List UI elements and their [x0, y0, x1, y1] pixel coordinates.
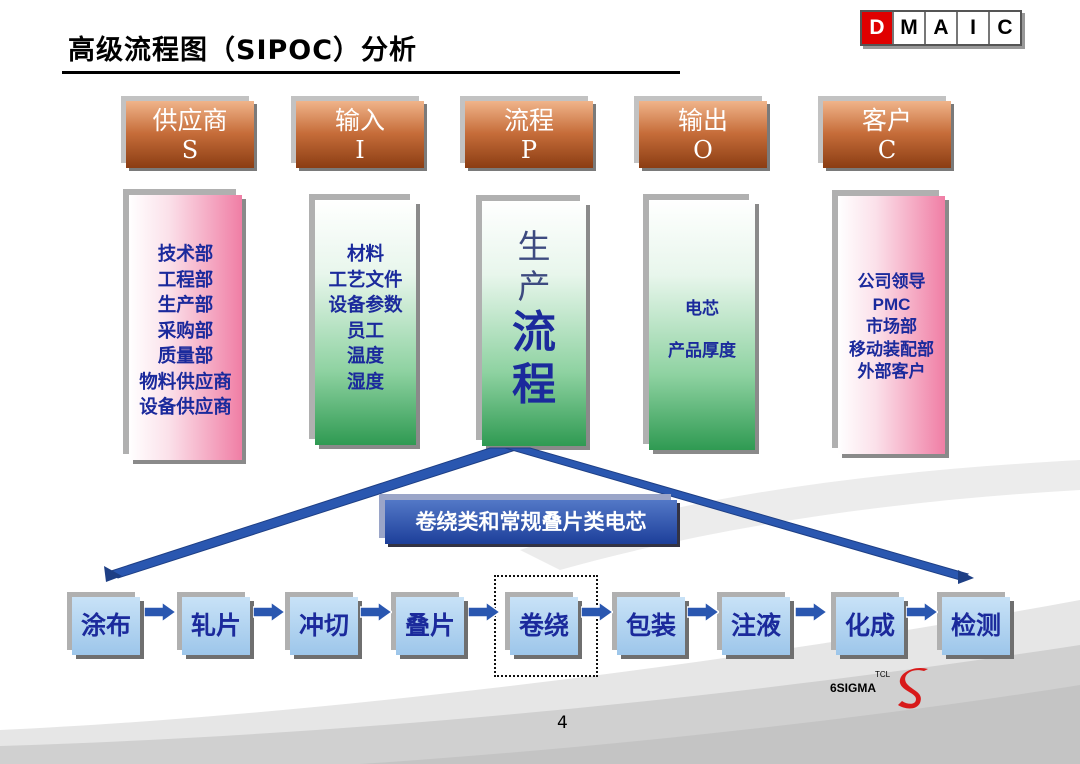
- supplier-item: 质量部: [157, 346, 214, 367]
- step-arrow-icon: [144, 602, 176, 622]
- input-item: 湿度: [346, 371, 384, 393]
- input-item: 工艺文件: [328, 269, 403, 291]
- dmaic-tab-strip: D M A I C: [860, 10, 1022, 46]
- output-item: 电芯: [685, 299, 719, 319]
- category-output-name: 输出: [677, 106, 728, 135]
- process-char-1: 生: [517, 227, 551, 266]
- logo-tcl-text: TCL: [875, 670, 891, 679]
- category-output-letter: O: [693, 136, 713, 164]
- step-packaging: 包装: [617, 597, 685, 655]
- supplier-item: 采购部: [157, 320, 214, 342]
- highlight-frame: [494, 575, 598, 677]
- input-item: 材料: [346, 244, 384, 265]
- step-arrow-icon: [687, 602, 719, 622]
- process-char-4: 程: [512, 359, 556, 410]
- dmaic-letter-m: M: [894, 12, 926, 44]
- step-punching: 冲切: [290, 597, 358, 655]
- customer-item: 市场部: [866, 317, 917, 337]
- step-arrow-icon: [253, 602, 285, 622]
- output-item: 产品厚度: [668, 341, 736, 361]
- inputs-panel: 材料 工艺文件 设备参数 员工 温度 湿度: [315, 200, 416, 445]
- supplier-item: 设备供应商: [139, 397, 232, 418]
- page-title: 高级流程图（SIPOC）分析: [68, 35, 418, 66]
- supplier-item: 生产部: [157, 295, 214, 316]
- category-supplier-name: 供应商: [152, 106, 228, 135]
- category-customer-name: 客户: [861, 106, 912, 135]
- category-process-letter: P: [520, 136, 538, 164]
- process-panel: 生 产 流 程: [482, 201, 586, 446]
- category-input-letter: I: [355, 136, 365, 164]
- customer-item: 外部客户: [857, 362, 926, 382]
- step-formation: 化成: [836, 597, 904, 655]
- input-item: 设备参数: [328, 295, 403, 316]
- step-testing: 检测: [942, 597, 1010, 655]
- step-coating: 涂布: [72, 597, 140, 655]
- category-process-name: 流程: [503, 106, 554, 135]
- category-customer-letter: C: [877, 136, 897, 164]
- category-supplier: 供应商 S: [126, 101, 254, 168]
- category-supplier-letter: S: [181, 136, 199, 164]
- input-item: 温度: [346, 346, 384, 367]
- title-underline: [62, 71, 680, 74]
- category-output: 输出 O: [639, 101, 767, 168]
- process-char-3: 流: [512, 307, 556, 358]
- category-customer: 客户 C: [823, 101, 951, 168]
- supplier-item: 工程部: [157, 269, 214, 291]
- suppliers-panel: 技术部 工程部 生产部 采购部 质量部 物料供应商 设备供应商: [129, 195, 242, 460]
- supplier-item: 物料供应商: [139, 371, 232, 393]
- supplier-item: 技术部: [157, 244, 214, 265]
- step-winding: 卷绕: [510, 597, 578, 655]
- process-char-2: 产: [517, 267, 551, 306]
- category-process: 流程 P: [465, 101, 593, 168]
- category-input-name: 输入: [334, 106, 385, 135]
- step-arrow-icon: [795, 602, 827, 622]
- dmaic-letter-c: C: [997, 16, 1013, 39]
- logo-6sigma-text: 6SIGMA: [830, 681, 876, 695]
- dmaic-letter-a: A: [926, 12, 958, 44]
- outputs-panel: 电芯 产品厚度: [649, 200, 755, 450]
- step-arrow-icon: [360, 602, 392, 622]
- customer-item: 移动装配部: [849, 339, 934, 360]
- logo-mark: S: [928, 676, 929, 678]
- step-arrow-icon: [906, 602, 938, 622]
- customer-item: PMC: [872, 294, 911, 314]
- category-input: 输入 I: [296, 101, 424, 168]
- step-filling: 注液: [722, 597, 790, 655]
- step-arrow-icon: [581, 602, 613, 622]
- step-stacking: 叠片: [396, 597, 464, 655]
- cell-type-banner: 卷绕类和常规叠片类电芯: [385, 500, 677, 544]
- page-number: 4: [557, 713, 568, 733]
- dmaic-letter-d: D: [862, 12, 894, 44]
- customers-panel: 公司领导 PMC 市场部 移动装配部 外部客户: [838, 196, 945, 454]
- step-arrow-icon: [468, 602, 500, 622]
- input-item: 员工: [346, 320, 384, 342]
- step-rolling: 轧片: [182, 597, 250, 655]
- tcl-6sigma-logo: TCL 6SIGMA S: [830, 667, 929, 709]
- customer-item: 公司领导: [857, 272, 926, 292]
- dmaic-letter-i: I: [958, 12, 990, 44]
